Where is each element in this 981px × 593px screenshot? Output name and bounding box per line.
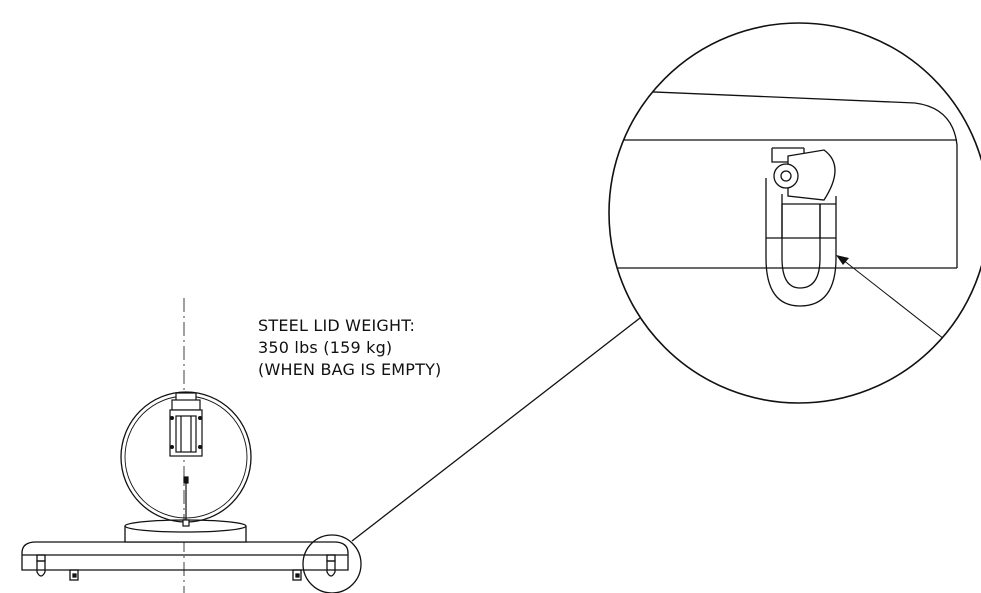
top-lifting-bracket — [169, 392, 203, 457]
valve-stem — [182, 476, 190, 527]
weight-note-line-2: 350 lbs (159 kg) — [258, 338, 393, 357]
weight-note-line-3: (WHEN BAG IS EMPTY) — [258, 360, 442, 379]
detail-view-contents — [609, 87, 981, 369]
detail-view-circle — [608, 22, 981, 404]
lid-base-plate — [21, 541, 349, 581]
detail-leader-line — [351, 317, 641, 542]
weight-note: STEEL LID WEIGHT: 350 lbs (159 kg) (WHEN… — [258, 315, 442, 381]
weight-note-line-1: STEEL LID WEIGHT: — [258, 316, 416, 335]
detail-arrowhead — [836, 255, 849, 265]
detail-callout-circle — [302, 534, 362, 593]
lid-collar — [124, 519, 247, 543]
